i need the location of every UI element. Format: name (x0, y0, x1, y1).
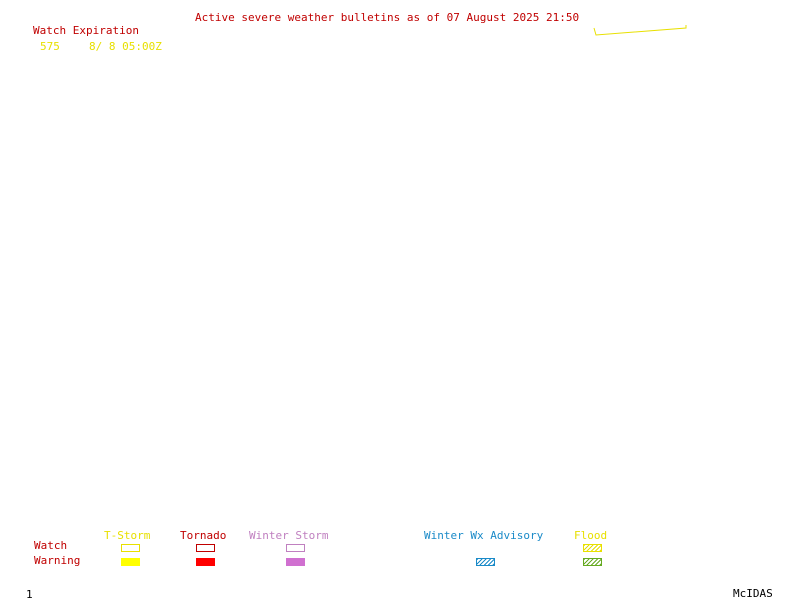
legend-winter-wx-advisory-label: Winter Wx Advisory (424, 529, 544, 542)
legend-winter-storm-label: Winter Storm (249, 529, 329, 542)
legend-warning-row-label: Warning (34, 554, 81, 567)
flood-warning-swatch (583, 558, 602, 566)
winter-storm-watch-swatch (286, 544, 305, 552)
tstorm-warning-swatch (121, 558, 140, 566)
flood-watch-swatch (583, 544, 602, 552)
winter-wx-advisory-swatch (476, 558, 495, 566)
frame-number: 1 (26, 588, 33, 601)
legend-flood-label: Flood (574, 529, 608, 542)
legend-tstorm-label: T-Storm (104, 529, 151, 542)
watch-expiration-heading: Watch Expiration (33, 24, 139, 37)
watch-number: 575 (40, 40, 60, 53)
tornado-watch-swatch (196, 544, 215, 552)
winter-storm-warning-swatch (286, 558, 305, 566)
tornado-warning-swatch (196, 558, 215, 566)
legend-watch-row-label: Watch (34, 539, 68, 552)
bulletin-title: Active severe weather bulletins as of 07… (195, 11, 580, 24)
legend-tornado-label: Tornado (180, 529, 227, 542)
software-label: McIDAS (733, 587, 773, 600)
watch-expiration-time: 8/ 8 05:00Z (89, 40, 162, 53)
tstorm-watch-swatch (121, 544, 140, 552)
